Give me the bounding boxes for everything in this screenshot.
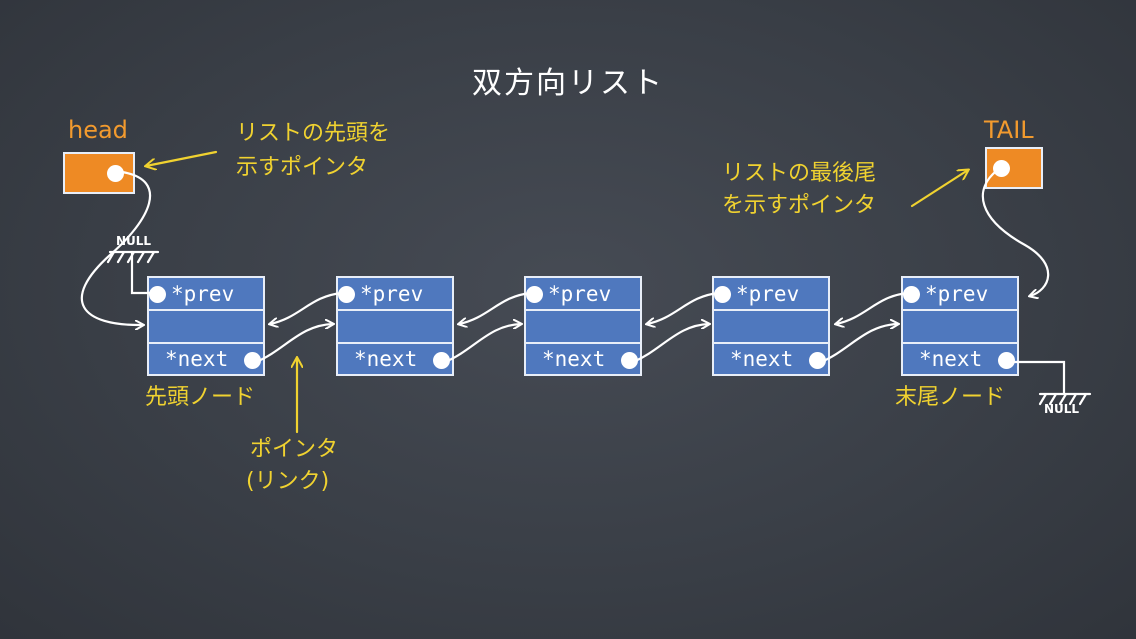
head-label: head	[68, 116, 128, 144]
prev-field-label: *prev	[548, 282, 612, 306]
list-node-5: *prev *next	[901, 276, 1019, 376]
next-field-label: *next	[542, 347, 606, 371]
pointer-note-line2: (リンク)	[246, 469, 330, 494]
next-link-4-5	[819, 324, 898, 364]
prev-field-label: *prev	[736, 282, 800, 306]
next-field-label: *next	[165, 347, 229, 371]
list-node-1: *prev *next	[147, 276, 265, 376]
node-next-field: *next	[526, 344, 640, 376]
prev-pointer-dot	[149, 286, 166, 303]
node-prev-field: *prev	[338, 278, 452, 311]
next-pointer-dot	[998, 352, 1015, 369]
first-node-label: 先頭ノード	[145, 385, 256, 410]
tail-note-arrow	[910, 170, 968, 208]
next-pointer-dot	[809, 352, 826, 369]
tail-pointer-box	[985, 147, 1043, 189]
null-label-left: NULL	[116, 234, 152, 248]
null-ground-right	[1038, 392, 1092, 406]
node-data-field	[526, 311, 640, 344]
list-node-4: *prev *next	[712, 276, 830, 376]
prev-link-4-3	[647, 291, 721, 324]
next-link-3-4	[631, 324, 709, 364]
next-field-label: *next	[354, 347, 418, 371]
last-node-label: 末尾ノード	[895, 385, 1006, 410]
node-prev-field: *prev	[903, 278, 1017, 311]
null-label-right: NULL	[1044, 402, 1080, 416]
head-note-arrow	[146, 150, 218, 166]
last-next-null-link	[1008, 360, 1066, 396]
prev-pointer-dot	[714, 286, 731, 303]
node-data-field	[903, 311, 1017, 344]
next-link-2-3	[443, 324, 521, 364]
next-field-label: *next	[919, 347, 983, 371]
head-to-first-node-link	[80, 170, 152, 325]
tail-note-line2: を示すポインタ	[722, 193, 877, 218]
diagram-title: 双方向リスト	[472, 66, 664, 101]
prev-pointer-dot	[903, 286, 920, 303]
null-ground-left	[106, 250, 160, 264]
prev-link-5-4	[836, 291, 910, 324]
prev-field-label: *prev	[925, 282, 989, 306]
list-node-3: *prev *next	[524, 276, 642, 376]
pointer-note-line1: ポインタ	[250, 437, 339, 462]
prev-link-2-1	[270, 291, 344, 324]
head-note-line2: 示すポインタ	[236, 155, 369, 180]
next-field-label: *next	[730, 347, 794, 371]
next-pointer-dot	[244, 352, 261, 369]
node-next-field: *next	[149, 344, 263, 376]
node-data-field	[714, 311, 828, 344]
node-prev-field: *prev	[149, 278, 263, 311]
list-node-2: *prev *next	[336, 276, 454, 376]
prev-pointer-dot	[338, 286, 355, 303]
tail-pointer-dot	[993, 160, 1010, 177]
next-pointer-dot	[433, 352, 450, 369]
first-prev-null-link	[130, 250, 157, 295]
prev-link-3-2	[459, 291, 533, 324]
node-prev-field: *prev	[714, 278, 828, 311]
tail-to-last-node-link	[981, 166, 1050, 296]
tail-note-line1: リストの最後尾	[722, 161, 877, 186]
head-pointer-dot	[107, 165, 124, 182]
prev-field-label: *prev	[171, 282, 235, 306]
prev-pointer-dot	[526, 286, 543, 303]
node-prev-field: *prev	[526, 278, 640, 311]
node-data-field	[149, 311, 263, 344]
node-next-field: *next	[338, 344, 452, 376]
prev-field-label: *prev	[360, 282, 424, 306]
node-data-field	[338, 311, 452, 344]
tail-label: TAIL	[984, 116, 1034, 144]
node-next-field: *next	[714, 344, 828, 376]
next-pointer-dot	[621, 352, 638, 369]
head-note-line1: リストの先頭を	[236, 121, 391, 146]
node-next-field: *next	[903, 344, 1017, 376]
next-link-1-2	[254, 324, 333, 364]
